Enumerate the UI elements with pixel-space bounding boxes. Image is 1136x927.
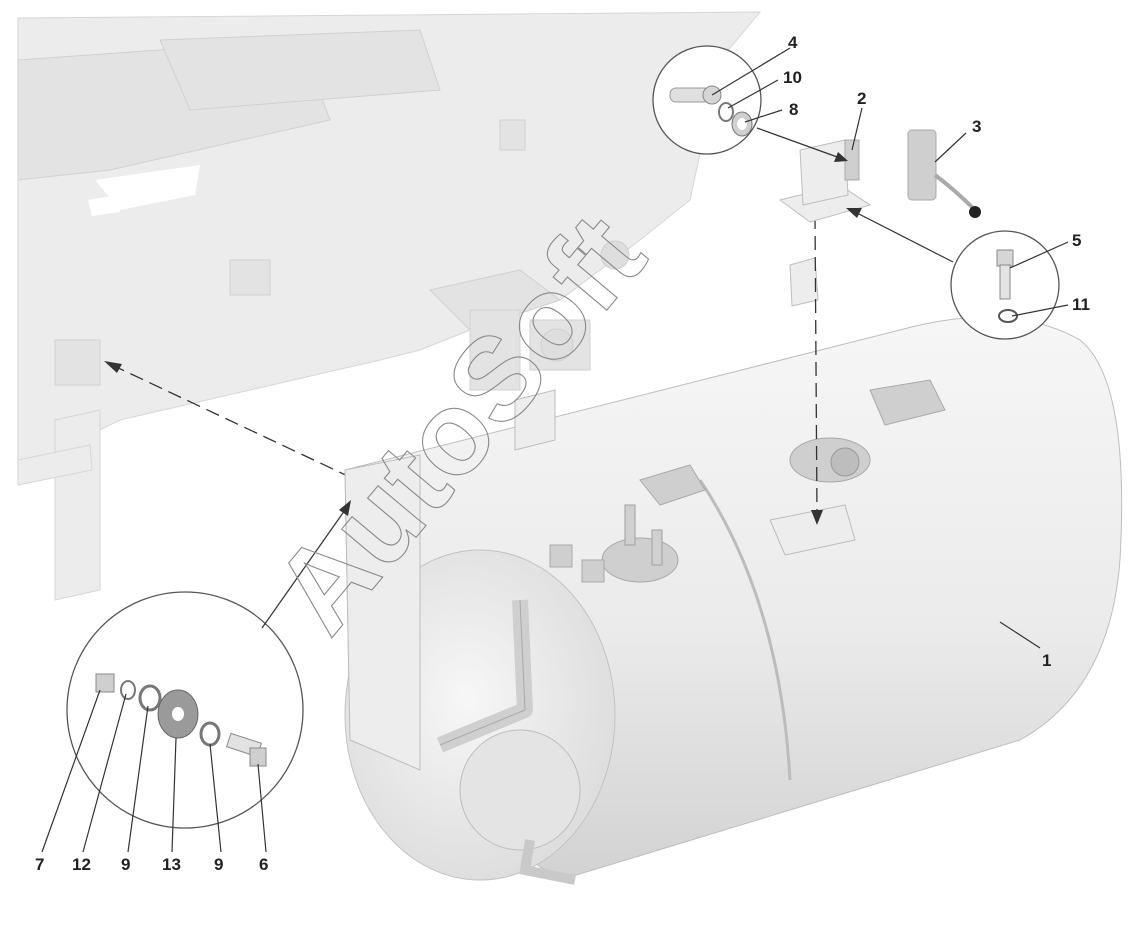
arrow-head-bracket2 [846,208,862,218]
callout-leaders [41,47,1069,853]
callout-1: 1 [1042,651,1051,670]
detail-circle-bolt-2 [950,230,1060,340]
leader-detail2-to-bracket [854,211,954,263]
callout-10: 10 [783,68,802,87]
callout-9-second: 9 [214,855,223,874]
callout-5: 5 [1072,231,1081,250]
callout-11: 11 [1072,295,1090,314]
arrow-head-tank [339,500,351,516]
callout-12: 12 [72,855,91,874]
callout-2: 2 [857,89,866,108]
callout-3: 3 [972,117,981,136]
callout-8: 8 [789,100,798,119]
callout-7: 7 [35,855,44,874]
assembly-line-vertical [814,214,818,516]
vehicle-frame [17,11,762,601]
leader-detail-to-bracket [756,127,841,159]
valve-part-3 [907,129,981,218]
detail-circle-fastener-set [66,591,304,829]
assembly-line-frame [111,364,353,479]
arrow-head-vertical [811,510,823,525]
fuel-tank [344,257,1123,885]
callout-4: 4 [788,33,798,52]
arrow-head-frame [104,361,122,373]
callout-6: 6 [259,855,268,874]
callout-labels: 1 2 3 4 5 6 7 8 9 9 10 11 12 13 [35,33,1090,874]
callout-9-first: 9 [121,855,130,874]
detail-circle-bolt [652,45,762,155]
callout-13: 13 [162,855,181,874]
leader-fastener-to-tank [261,509,346,629]
arrow-head-bracket [834,152,848,162]
